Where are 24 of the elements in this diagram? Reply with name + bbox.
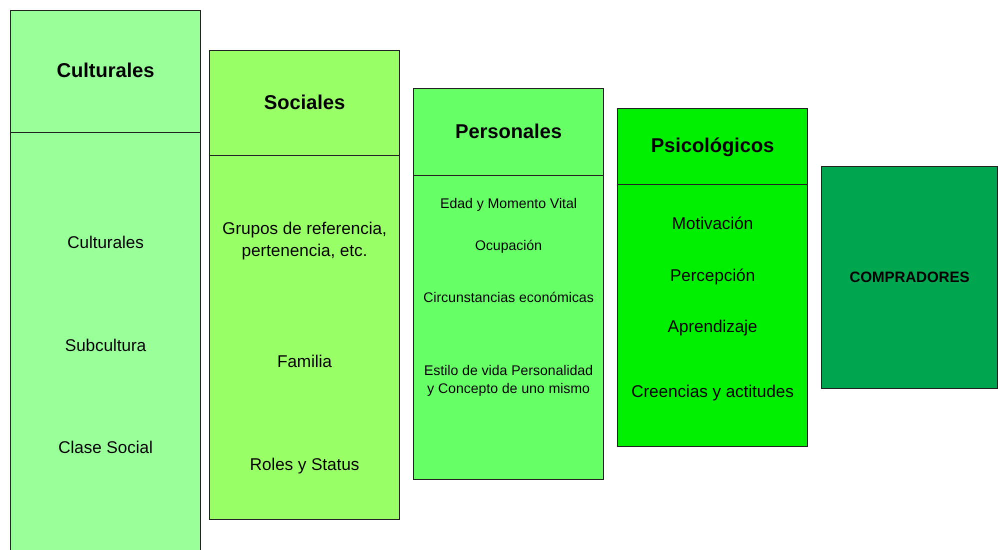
factor-item: Culturales bbox=[66, 232, 145, 254]
column-heading: Culturales bbox=[56, 59, 156, 84]
factor-item: Motivación bbox=[670, 212, 754, 235]
factor-item: Creencias y actitudes bbox=[630, 380, 795, 403]
factor-item: Clase Social bbox=[57, 436, 154, 459]
factor-column bbox=[413, 88, 604, 480]
factor-item: Familia bbox=[276, 350, 333, 373]
factor-item: Percepción bbox=[668, 264, 756, 287]
factor-item: Ocupación bbox=[474, 236, 543, 254]
factor-item: Subcultura bbox=[64, 334, 148, 357]
factor-column bbox=[617, 108, 808, 447]
factor-item: Grupos de referencia, pertenencia, etc. bbox=[221, 218, 388, 262]
result-label: COMPRADORES bbox=[848, 268, 970, 288]
column-heading: Sociales bbox=[262, 90, 346, 116]
factor-item: Aprendizaje bbox=[666, 316, 758, 338]
factor-column bbox=[10, 10, 201, 550]
factor-item: Circunstancias económicas bbox=[422, 288, 595, 306]
factor-item: Roles y Status bbox=[248, 454, 360, 476]
column-heading: Personales bbox=[454, 120, 563, 144]
factor-column bbox=[209, 50, 400, 520]
column-heading: Psicológicos bbox=[650, 134, 776, 159]
factor-item: Edad y Momento Vital bbox=[439, 194, 578, 212]
factor-item: Estilo de vida Personalidad y Concepto de uno mismo bbox=[423, 360, 594, 398]
factor-column bbox=[821, 166, 998, 389]
